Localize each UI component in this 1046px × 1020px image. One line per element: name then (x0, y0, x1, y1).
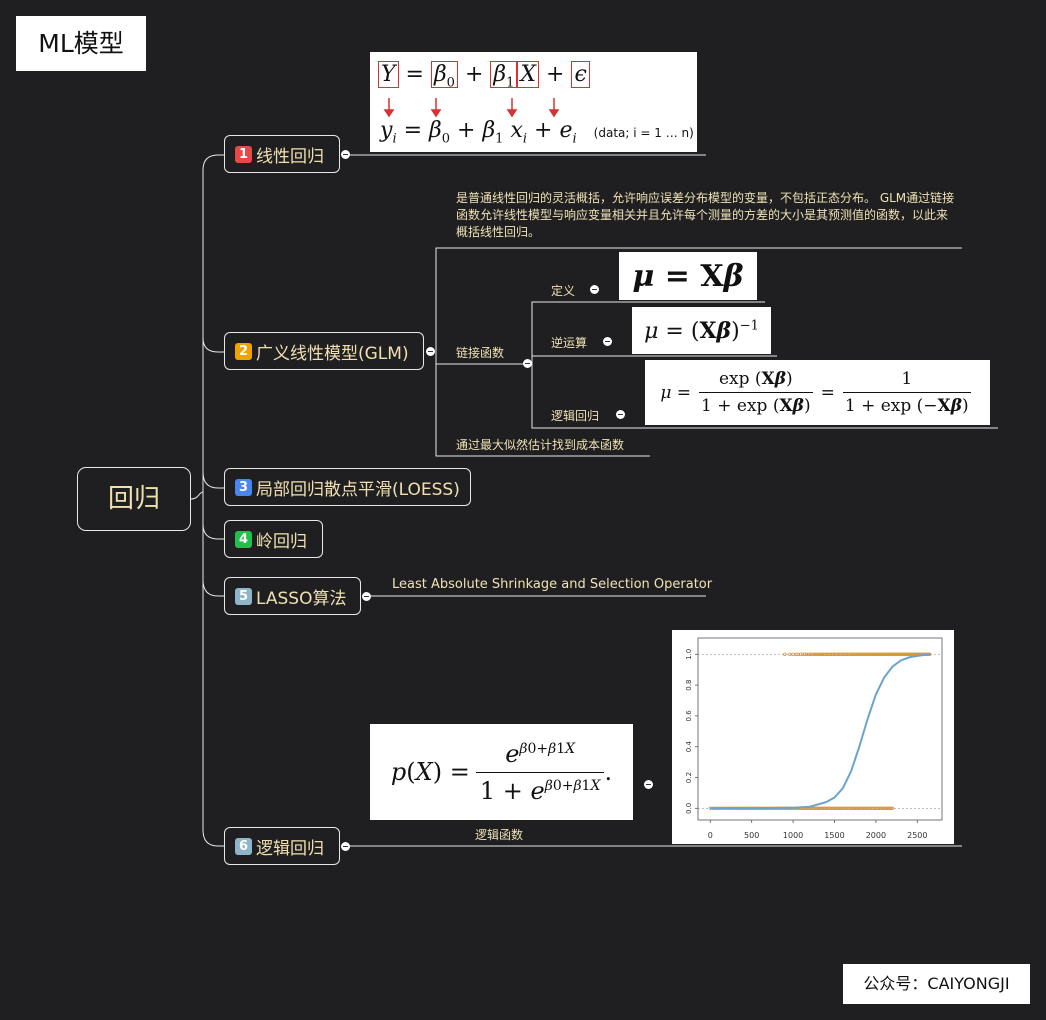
collapse-toggle-icon[interactable] (426, 347, 435, 356)
branch-label: 逻辑回归 (256, 838, 324, 859)
data-point (890, 806, 895, 811)
collapse-toggle-icon[interactable] (644, 780, 653, 789)
branch-loess[interactable]: 3 局部回归散点平滑(LOESS) (224, 468, 471, 506)
data-point (803, 652, 807, 657)
collapse-toggle-icon[interactable] (616, 410, 625, 419)
x-tick-label: 1500 (824, 831, 844, 840)
y-tick-label: 1.0 (685, 649, 693, 660)
x-tick-label: 2000 (866, 831, 886, 840)
formula-logistic-link: μ = exp (Xβ) 1 + exp (Xβ) = 1 1 + exp (−… (645, 360, 990, 425)
data-point (801, 652, 805, 657)
map-title: ML模型 (16, 16, 146, 71)
data-point (813, 652, 818, 657)
watermark: 公众号：CAIYONGJI (843, 964, 1030, 1004)
data-point (788, 652, 792, 657)
branch-linear-regression[interactable]: 1 线性回归 (224, 135, 340, 173)
lasso-full-name: Least Absolute Shrinkage and Selection O… (392, 577, 713, 592)
data-point (806, 652, 811, 657)
collapse-toggle-icon[interactable] (590, 285, 599, 294)
x-tick-label: 0 (708, 831, 713, 840)
logistic-function-label: 逻辑函数 (475, 828, 524, 842)
branch-lasso[interactable]: 5 LASSO算法 (224, 577, 361, 615)
collapse-toggle-icon[interactable] (603, 337, 612, 346)
x-tick-label: 500 (744, 831, 759, 840)
x-tick-label: 2500 (907, 831, 927, 840)
branch-number-badge: 2 (235, 342, 252, 360)
branch-number-badge: 1 (235, 145, 252, 163)
data-point (862, 652, 866, 657)
y-tick-label: 0.8 (685, 680, 693, 691)
branch-label: 局部回归散点平滑(LOESS) (256, 479, 460, 500)
data-point (818, 652, 823, 657)
collapse-toggle-icon[interactable] (341, 842, 350, 851)
formula-inverse: μ = (Xβ)−1 (632, 307, 771, 354)
data-point (810, 652, 814, 657)
glm-description: 是普通线性回归的灵活概括，允许响应误差分布模型的变量，不包括正态分布。 GLM通… (456, 191, 955, 239)
logistic-curve-chart: 0 500 1000 1500 2000 2500 0.0 0.2 0.4 0.6 0.8 1.0 (672, 630, 954, 844)
plot-frame (697, 637, 943, 821)
data-point (783, 652, 787, 657)
branch-label: 岭回归 (256, 531, 307, 552)
mapping-arrows (383, 98, 560, 118)
glm-item-inverse: 逆运算 (551, 336, 588, 350)
glm-mle-note: 通过最大似然估计找到成本函数 (456, 438, 625, 452)
formula-definition: μ = Xβ (619, 252, 757, 300)
data-point (863, 652, 867, 657)
root-node[interactable]: 回归 (77, 467, 191, 531)
data-point (889, 806, 893, 811)
branch-label: 广义线性模型(GLM) (256, 343, 409, 364)
branch-number-badge: 5 (235, 587, 252, 605)
glm-link-function-label: 链接函数 (456, 346, 505, 360)
y-tick-label: 0.0 (685, 803, 693, 814)
branch-number-badge: 4 (235, 530, 252, 548)
x-tick-label: 1000 (783, 831, 803, 840)
data-point (805, 652, 809, 657)
data-point (808, 652, 813, 657)
y-tick-label: 0.4 (685, 741, 693, 753)
glm-item-definition: 定义 (551, 284, 576, 298)
collapse-toggle-icon[interactable] (523, 359, 532, 368)
formula-logistic-function: p(X) = eβ0+β1X 1 + eβ0+β1X . (370, 724, 633, 820)
data-point (798, 652, 803, 657)
collapse-toggle-icon[interactable] (341, 150, 350, 159)
data-point (812, 652, 816, 657)
data-point (815, 652, 819, 657)
y-tick-label: 0.6 (685, 710, 693, 722)
data-point (791, 652, 795, 657)
branch-number-badge: 6 (235, 837, 252, 855)
data-point (817, 652, 821, 657)
y-tick-label: 0.2 (685, 772, 693, 783)
formula-sample: yi = β0 + β1 xi + ei (data; i = 1 … n) (380, 118, 694, 147)
branch-label: 线性回归 (256, 146, 324, 167)
branch-logistic-regression[interactable]: 6 逻辑回归 (224, 827, 340, 865)
branch-label: LASSO算法 (256, 588, 347, 609)
collapse-toggle-icon[interactable] (362, 592, 371, 601)
branch-ridge-regression[interactable]: 4 岭回归 (224, 520, 323, 558)
data-point (820, 652, 824, 657)
formula-note: (data; i = 1 … n) (593, 126, 694, 140)
glm-item-logistic: 逻辑回归 (551, 409, 600, 423)
branch-glm[interactable]: 2 广义线性模型(GLM) (224, 332, 424, 370)
branch-number-badge: 3 (235, 478, 252, 496)
logistic-curve-line (710, 653, 930, 810)
